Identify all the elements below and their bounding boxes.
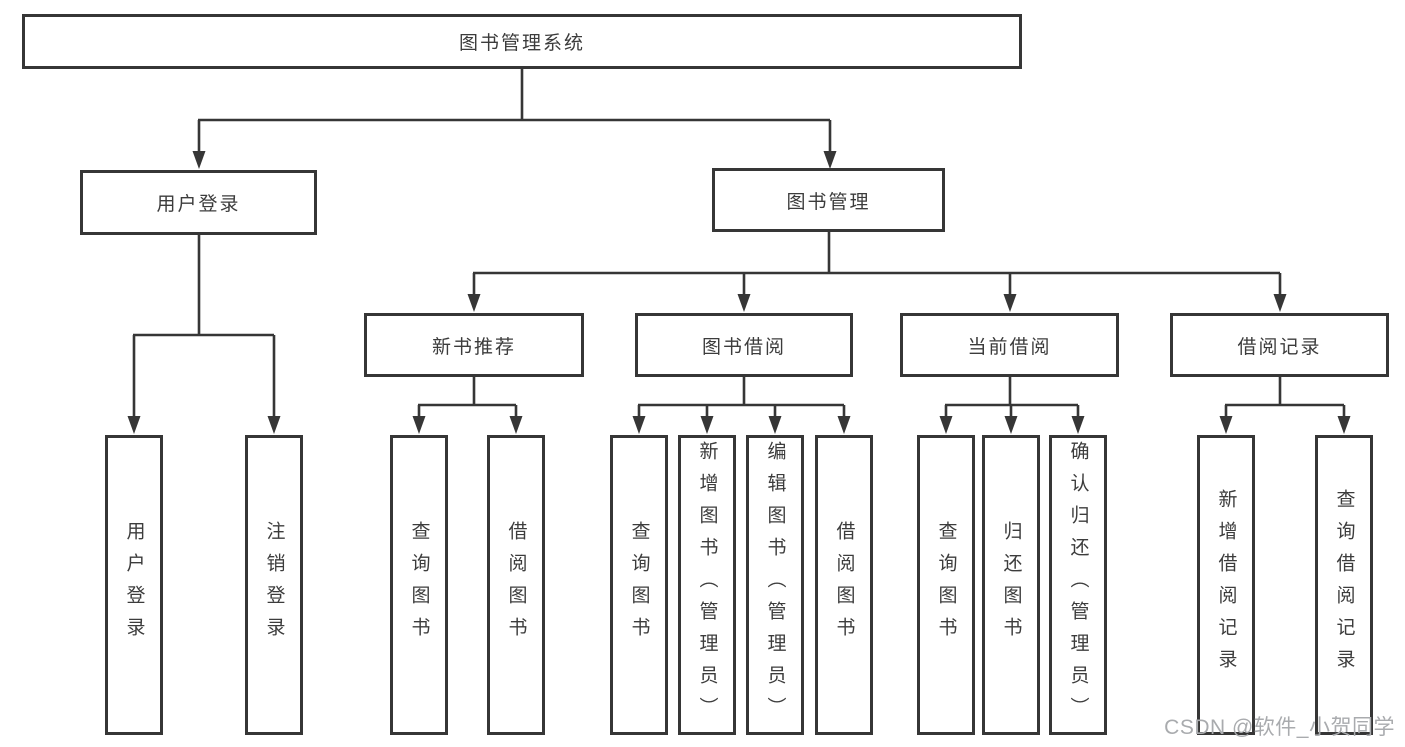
- leaf-borrow-books-recommend: 借阅图书: [487, 435, 545, 735]
- node-new-book-recommend: 新书推荐: [364, 313, 584, 377]
- node-book-management-label: 图书管理: [786, 191, 871, 213]
- leaf-query-books-borrow: 查询图书: [610, 435, 668, 735]
- leaf-borrow-books: 借阅图书: [815, 435, 873, 735]
- leaf-logout: 注销登录: [245, 435, 303, 735]
- node-book-borrow: 图书借阅: [635, 313, 853, 377]
- leaf-query-books-recommend: 查询图书: [390, 435, 448, 735]
- leaf-return-book: 归还图书: [982, 435, 1040, 735]
- leaf-edit-book-admin: 编辑图书（管理员）: [746, 435, 804, 735]
- node-current-borrow: 当前借阅: [900, 313, 1119, 377]
- node-library-system: 图书管理系统: [22, 14, 1022, 69]
- leaf-query-books-current-label: 查询图书: [935, 521, 957, 649]
- leaf-confirm-return-admin-label: 确认归还（管理员）: [1067, 441, 1089, 729]
- leaf-add-book-admin-label: 新增图书（管理员）: [696, 441, 718, 729]
- leaf-edit-book-admin-label: 编辑图书（管理员）: [764, 441, 786, 729]
- node-user-login: 用户登录: [80, 170, 317, 235]
- node-borrow-records: 借阅记录: [1170, 313, 1389, 377]
- node-book-borrow-label: 图书借阅: [701, 336, 786, 358]
- leaf-add-book-admin: 新增图书（管理员）: [678, 435, 736, 735]
- leaf-borrow-books-label: 借阅图书: [833, 521, 855, 649]
- leaf-confirm-return-admin: 确认归还（管理员）: [1049, 435, 1107, 735]
- node-borrow-records-label: 借阅记录: [1237, 336, 1322, 358]
- leaf-add-borrow-record: 新增借阅记录: [1197, 435, 1255, 735]
- csdn-watermark: CSDN @软件_小贺同学: [1164, 716, 1395, 739]
- leaf-add-borrow-record-label: 新增借阅记录: [1215, 489, 1237, 681]
- leaf-user-login-label: 用户登录: [123, 521, 145, 649]
- leaf-query-borrow-record: 查询借阅记录: [1315, 435, 1373, 735]
- node-user-login-label: 用户登录: [156, 194, 241, 215]
- node-new-book-recommend-label: 新书推荐: [431, 336, 516, 358]
- leaf-borrow-books-recommend-label: 借阅图书: [505, 521, 527, 649]
- node-current-borrow-label: 当前借阅: [967, 336, 1052, 358]
- node-book-management: 图书管理: [712, 168, 945, 232]
- leaf-user-login: 用户登录: [105, 435, 163, 735]
- node-library-system-label: 图书管理系统: [458, 33, 585, 54]
- leaf-query-borrow-record-label: 查询借阅记录: [1333, 489, 1355, 681]
- leaf-return-book-label: 归还图书: [1000, 521, 1022, 649]
- leaf-query-books-current: 查询图书: [917, 435, 975, 735]
- leaf-query-books-recommend-label: 查询图书: [408, 521, 430, 649]
- leaf-query-books-borrow-label: 查询图书: [628, 521, 650, 649]
- leaf-logout-label: 注销登录: [263, 521, 285, 649]
- arrowheads: [127, 151, 1351, 434]
